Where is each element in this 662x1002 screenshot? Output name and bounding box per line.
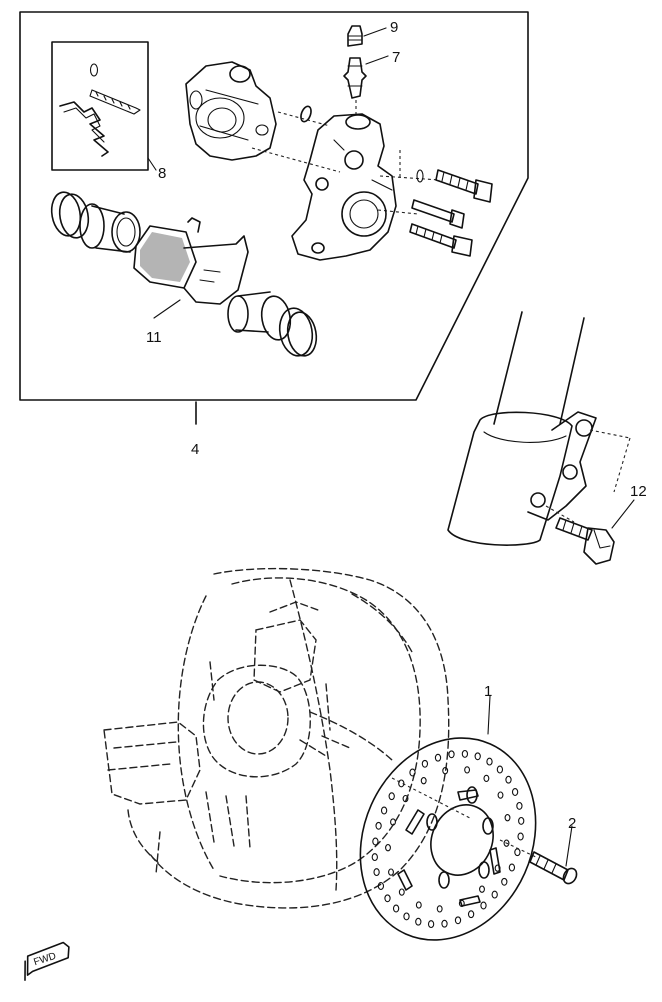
disc-vent-hole: [516, 801, 523, 810]
disc-vent-hole: [464, 766, 471, 774]
piston-seals-right: [227, 291, 318, 357]
disc-bolt: [487, 695, 578, 885]
disc-vent-hole: [458, 899, 465, 908]
disc-vent-hole: [392, 904, 400, 913]
disc-vent-hole: [517, 832, 524, 841]
callout-2: 2: [568, 815, 576, 832]
brake-pads: [133, 217, 249, 319]
disc-vent-hole: [384, 894, 391, 903]
disc-vent-hole: [497, 791, 504, 799]
caliper-bracket: [185, 61, 312, 161]
disc-vent-hole: [474, 752, 481, 761]
disc-vent-hole: [436, 905, 443, 913]
disc-axis-line: [391, 777, 539, 859]
caliper-body: [291, 113, 397, 261]
disc-vent-hole: [390, 818, 396, 826]
front-fork-leg: [447, 311, 631, 546]
disc-vent-hole: [505, 775, 512, 784]
disc-vent-hole: [511, 788, 519, 796]
disc-vent-hole: [442, 767, 449, 775]
caliper-mount-bolt: [555, 499, 635, 565]
disc-vent-hole: [494, 864, 501, 872]
disc-vent-hole: [427, 920, 435, 929]
disc-vent-hole: [504, 814, 511, 822]
callout-12: 12: [630, 483, 647, 500]
disc-vent-hole: [409, 768, 416, 777]
disc-vent-hole: [448, 750, 455, 759]
bleed-cap: [347, 25, 387, 47]
piston-seals-left: [50, 191, 141, 253]
disc-vent-hole: [421, 759, 429, 768]
disc-vent-hole: [491, 890, 498, 899]
disc-vent-hole: [501, 877, 508, 886]
callout-11: 11: [146, 329, 162, 346]
disc-vent-hole: [441, 919, 448, 928]
callout-9: 9: [390, 19, 398, 36]
disc-vent-hole: [480, 901, 487, 910]
disc-vent-hole: [385, 844, 391, 852]
disc-vent-hole: [371, 853, 378, 862]
disc-vent-hole: [508, 863, 516, 872]
brake-disc: [359, 737, 537, 941]
disc-vent-hole: [461, 749, 469, 758]
disc-vent-hole: [402, 794, 409, 803]
disc-vent-hole: [375, 821, 382, 830]
disc-vent-hole: [380, 806, 388, 815]
disc-vent-hole: [403, 912, 410, 921]
disc-vent-hole: [479, 885, 485, 893]
disc-vent-hole: [388, 868, 394, 876]
disc-vent-holes: [371, 749, 525, 929]
disc-vent-hole: [483, 774, 490, 783]
disc-vent-hole: [496, 765, 504, 774]
disc-vent-hole: [454, 916, 462, 925]
callout-4: 4: [191, 441, 199, 458]
disc-vent-hole: [377, 882, 385, 890]
disc-vent-hole: [373, 868, 380, 877]
disc-vent-hole: [434, 753, 442, 762]
caliper-assembly-box: [19, 11, 529, 425]
bleed-screw-inset-box: [51, 41, 157, 171]
disc-vent-hole: [372, 837, 379, 846]
disc-vent-hole: [486, 757, 493, 766]
disc-vent-hole: [415, 901, 422, 909]
callout-8: 8: [158, 165, 166, 182]
disc-vent-hole: [415, 917, 422, 926]
callout-7: 7: [392, 49, 400, 66]
bleed-screw: [343, 55, 389, 99]
disc-vent-hole: [503, 839, 510, 847]
disc-vent-hole: [518, 816, 525, 825]
disc-vent-hole: [388, 792, 395, 801]
disc-vent-hole: [420, 777, 427, 785]
disc-vent-hole: [398, 888, 405, 896]
disc-vent-hole: [398, 779, 405, 788]
callout-1: 1: [484, 683, 492, 700]
wheel-outline: [103, 567, 450, 909]
caliper-bolts: [409, 169, 493, 257]
disc-vent-hole: [514, 848, 521, 857]
disc-vent-hole: [467, 910, 475, 919]
forward-direction-mark: FWD: [24, 941, 70, 981]
